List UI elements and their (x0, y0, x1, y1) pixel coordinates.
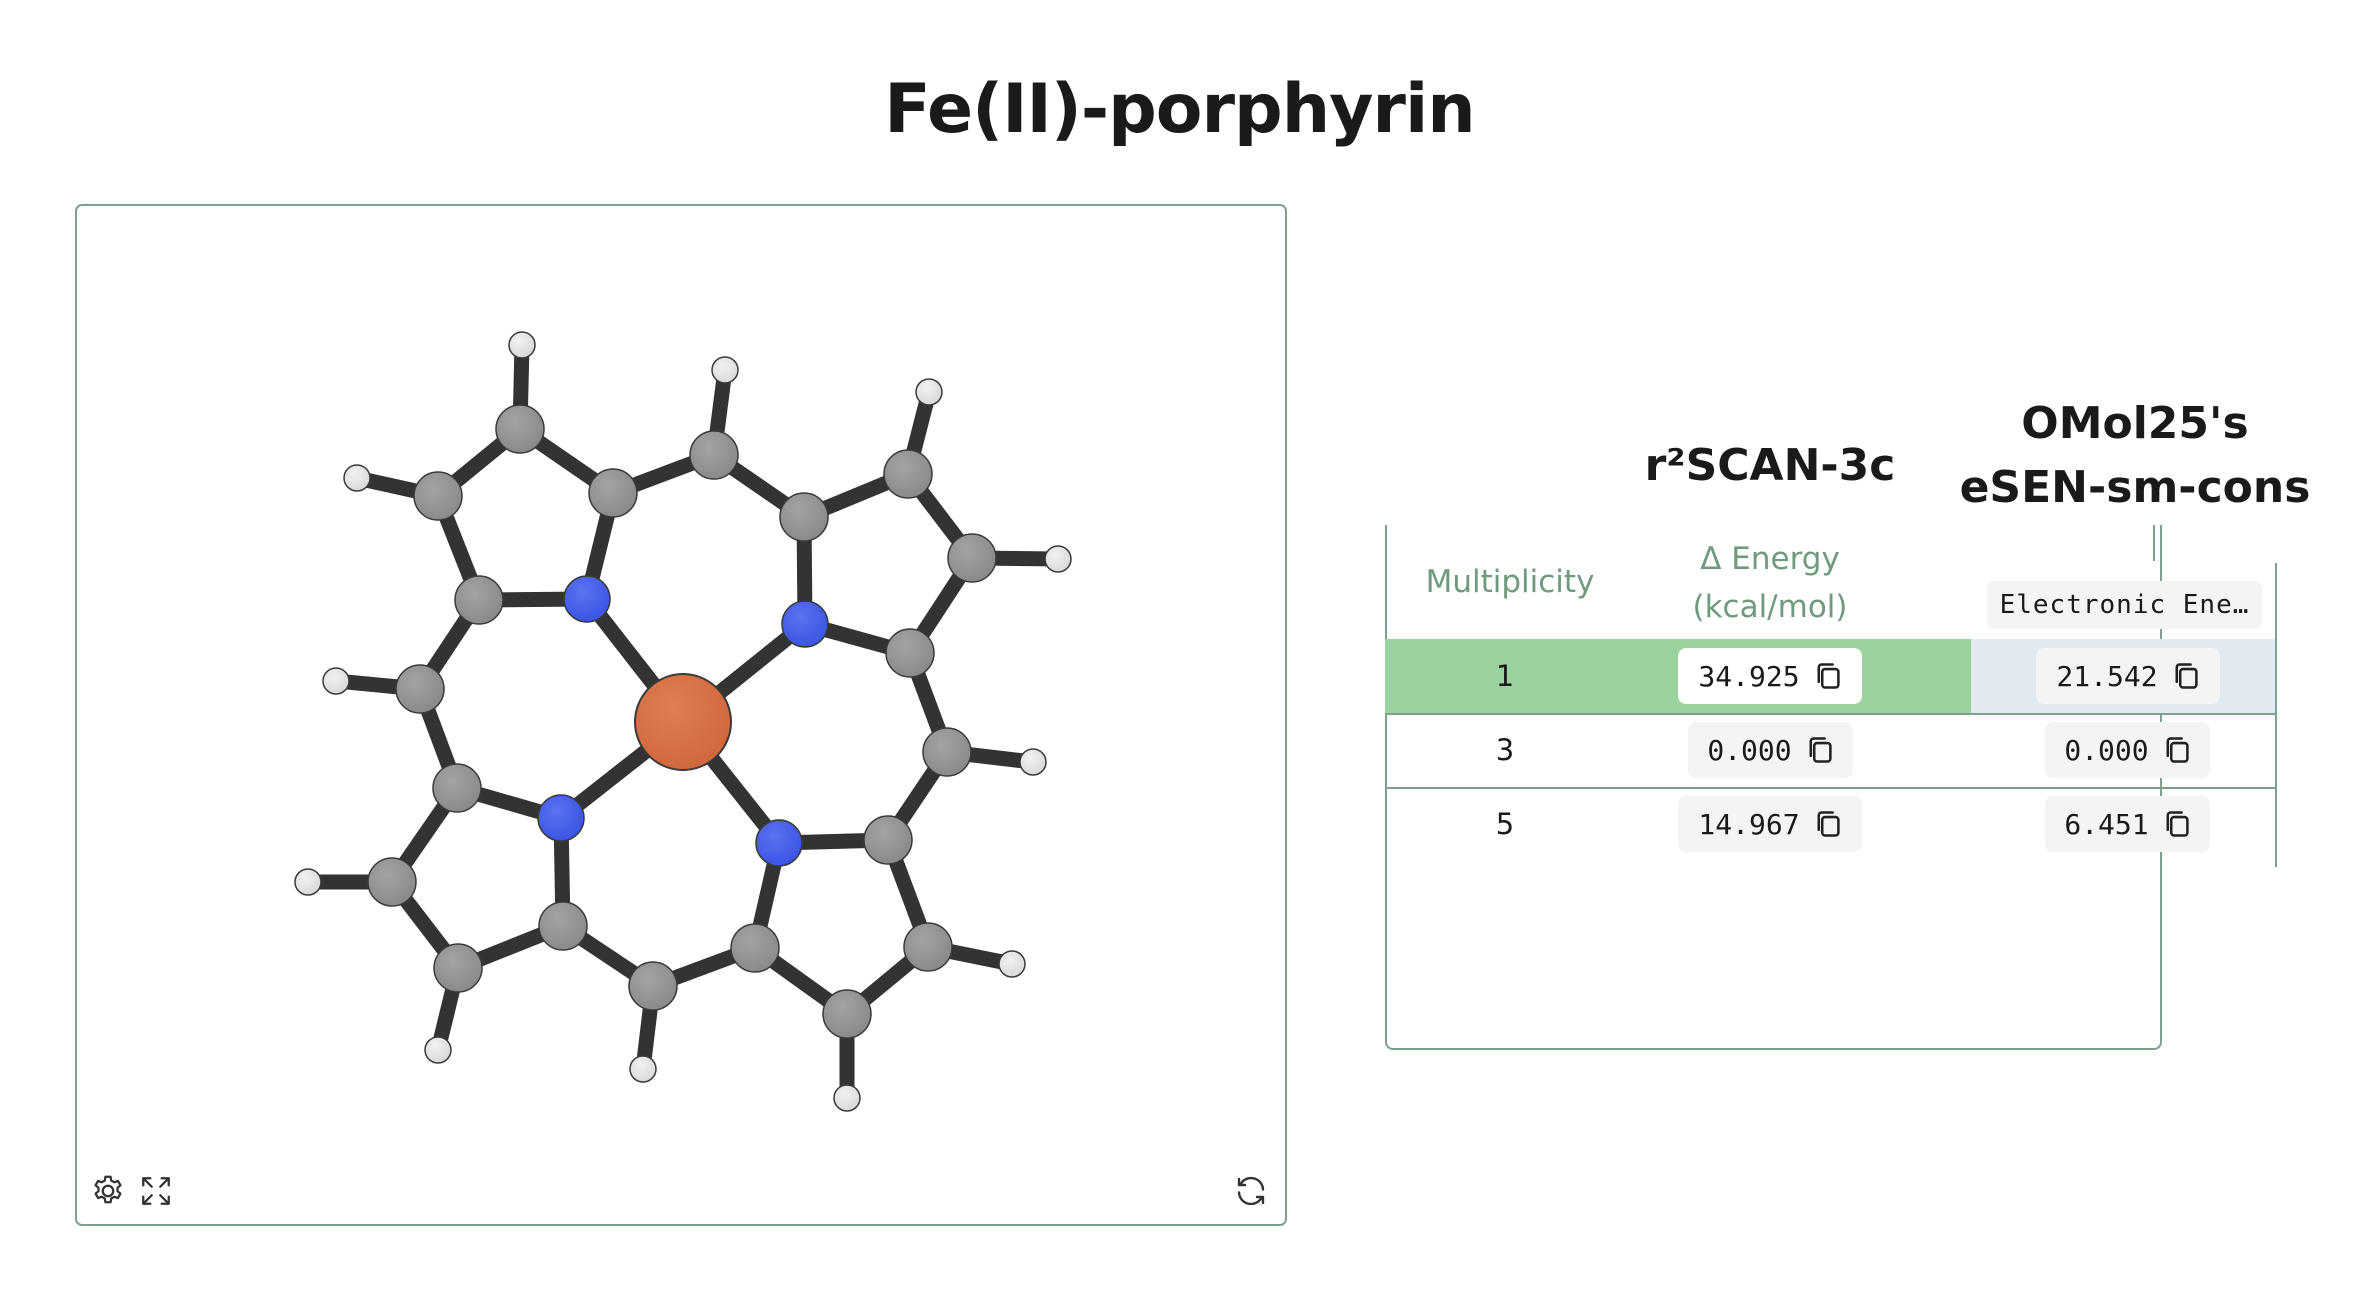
gear-icon (94, 1175, 122, 1204)
atom-hydrogen-h10[interactable] (1019, 748, 1047, 776)
atom-carbon-c8[interactable] (947, 533, 997, 583)
column-title-r2scan: r²SCAN-3c (1644, 440, 1896, 491)
atom-hydrogen-h5[interactable] (711, 356, 739, 384)
column-divider (2275, 563, 2277, 867)
copy-icon[interactable] (1806, 735, 1834, 765)
table-row[interactable]: 1 34.925 21.542 (1385, 639, 2275, 713)
header-electronic-energy[interactable]: Electronic Ene… (1987, 581, 2262, 629)
atom-hydrogen-h3[interactable] (508, 331, 536, 359)
atom-hydrogen-h13[interactable] (833, 1084, 861, 1112)
molecule-structure[interactable] (77, 206, 1285, 1224)
atom-carbon-c7[interactable] (883, 449, 933, 499)
atom-carbon-c9[interactable] (885, 628, 935, 678)
atom-carbon-c16[interactable] (538, 901, 588, 951)
atom-hydrogen-h17[interactable] (424, 1036, 452, 1064)
copy-icon[interactable] (2163, 735, 2191, 765)
header-multiplicity[interactable]: Multiplicity (1425, 564, 1595, 600)
cell-esen-value[interactable]: 6.451 (2045, 796, 2210, 852)
cell-r2scan-value[interactable]: 34.925 (1678, 648, 1862, 704)
value-text: 0.000 (1707, 733, 1792, 767)
atom-carbon-c13[interactable] (822, 989, 872, 1039)
value-text: 14.967 (1698, 807, 1800, 841)
cell-multiplicity: 1 (1495, 659, 1515, 693)
atom-carbon-c1[interactable] (454, 575, 504, 625)
atom-carbon-c12[interactable] (903, 922, 953, 972)
atom-nitrogen-n4[interactable] (755, 819, 803, 867)
reset-view-button[interactable] (1231, 1171, 1271, 1211)
copy-icon[interactable] (1814, 809, 1842, 839)
atom-hydrogen-h15[interactable] (629, 1055, 657, 1083)
copy-icon[interactable] (2163, 809, 2191, 839)
value-text: 21.542 (2056, 659, 2158, 693)
expand-icon (142, 1177, 170, 1205)
cell-esen-value[interactable]: 21.542 (2036, 648, 2220, 704)
cell-esen-value[interactable]: 0.000 (2045, 722, 2210, 778)
copy-icon[interactable] (1814, 661, 1842, 691)
settings-button[interactable] (88, 1171, 128, 1211)
atom-carbon-c20[interactable] (395, 664, 445, 714)
atom-hydrogen-h18[interactable] (294, 868, 322, 896)
atom-hydrogen-h2[interactable] (343, 464, 371, 492)
row-divider (1385, 713, 2275, 715)
atom-hydrogen-h12[interactable] (998, 950, 1026, 978)
molecule-viewer[interactable] (75, 204, 1287, 1226)
atom-carbon-c17[interactable] (433, 943, 483, 993)
atom-carbon-c5[interactable] (689, 430, 739, 480)
atom-nitrogen-n1[interactable] (563, 575, 611, 623)
header-electronic-energy-label: Electronic Ene… (1999, 590, 2250, 620)
atom-hydrogen-h20[interactable] (322, 667, 350, 695)
refresh-icon (1237, 1176, 1265, 1206)
atom-hydrogen-h7[interactable] (915, 378, 943, 406)
table-row[interactable]: 5 14.967 6.451 (1385, 787, 2275, 861)
column-divider (2153, 525, 2155, 561)
atom-carbon-c19[interactable] (432, 763, 482, 813)
header-delta-energy-line2: (kcal/mol) (1692, 589, 1848, 625)
value-text: 0.000 (2064, 733, 2149, 767)
column-title-esen: OMol25's eSEN-sm-cons (1950, 392, 2320, 520)
atom-carbon-c14[interactable] (730, 923, 780, 973)
atom-nitrogen-n3[interactable] (537, 794, 585, 842)
cell-multiplicity: 5 (1495, 807, 1515, 841)
copy-icon[interactable] (2172, 661, 2200, 691)
atom-carbon-c10[interactable] (922, 727, 972, 777)
value-text: 6.451 (2064, 807, 2149, 841)
atom-carbon-c15[interactable] (628, 961, 678, 1011)
atom-carbon-c11[interactable] (863, 815, 913, 865)
atom-carbon-c6[interactable] (779, 492, 829, 542)
table-row[interactable]: 3 0.000 0.000 (1385, 713, 2275, 787)
value-text: 34.925 (1698, 659, 1800, 693)
fullscreen-button[interactable] (136, 1171, 176, 1211)
atom-carbon-c2[interactable] (413, 471, 463, 521)
atom-carbon-c3[interactable] (495, 404, 545, 454)
cell-r2scan-value[interactable]: 0.000 (1688, 722, 1853, 778)
atom-iron-fe[interactable] (634, 673, 732, 771)
header-delta-energy[interactable]: Δ Energy (kcal/mol) (1620, 535, 1920, 631)
row-divider (1385, 787, 2275, 789)
cell-multiplicity: 3 (1495, 733, 1515, 767)
cell-r2scan-value[interactable]: 14.967 (1678, 796, 1862, 852)
atom-hydrogen-h8[interactable] (1044, 545, 1072, 573)
atom-carbon-c4[interactable] (588, 468, 638, 518)
header-delta-energy-line1: Δ Energy (1700, 541, 1840, 577)
column-title-esen-line2: eSEN-sm-cons (1959, 462, 2311, 513)
page-title: Fe(II)-porphyrin (884, 70, 1475, 149)
atom-carbon-c18[interactable] (367, 857, 417, 907)
column-title-esen-line1: OMol25's (2021, 398, 2249, 449)
atom-nitrogen-n2[interactable] (781, 600, 829, 648)
